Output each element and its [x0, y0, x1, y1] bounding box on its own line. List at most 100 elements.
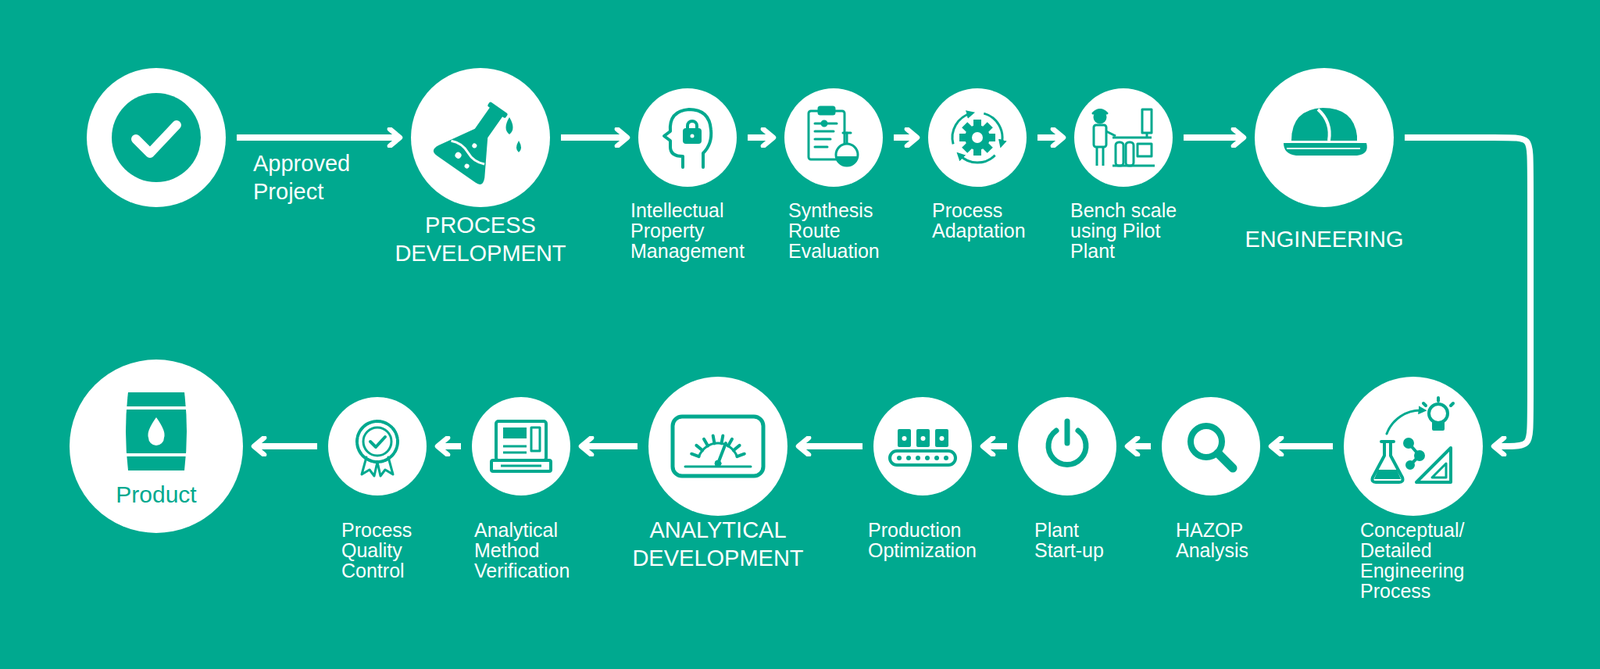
circle-fill	[471, 396, 571, 496]
engineering-tools-icon-part	[1436, 397, 1440, 401]
flow-arrow	[1271, 442, 1333, 450]
power-icon-part	[1064, 421, 1071, 443]
head-lock-icon-part	[687, 121, 697, 130]
step-circle: Intellectual Property Management	[638, 88, 737, 187]
power-icon	[1048, 421, 1086, 465]
circle-outline	[873, 396, 972, 496]
conveyor-icon-part	[902, 435, 908, 441]
clipboard-flask-icon-part	[808, 110, 845, 160]
gauge-icon-part-part	[713, 435, 715, 444]
head-lock-icon-part	[664, 109, 711, 168]
quality-badge-icon-part	[363, 427, 392, 456]
analyzer-icon-part	[503, 445, 527, 448]
pilot-plant-icon-part	[1096, 146, 1099, 166]
flow-arrow	[1127, 442, 1151, 450]
conveyor-icon-part	[939, 435, 945, 441]
circle-fill	[1074, 88, 1173, 187]
engineering-tools-icon-part	[1372, 441, 1404, 483]
circle-fill	[648, 376, 788, 516]
engineering-tools-icon-part	[1450, 403, 1454, 406]
flask-icon-part-part	[463, 162, 470, 169]
circle-outline	[1074, 88, 1173, 187]
clipboard-flask-icon-part	[814, 122, 837, 125]
quality-badge-icon-part	[361, 457, 378, 476]
gauge-icon-part-part	[696, 445, 703, 450]
pilot-plant-icon-part	[1112, 136, 1152, 140]
circle-fill	[638, 88, 737, 187]
pilot-plant-icon-part	[1102, 146, 1105, 166]
engineering-tools-icon-part	[1407, 461, 1414, 468]
pilot-plant-icon-part	[1112, 164, 1155, 168]
circle-fill	[928, 88, 1027, 187]
pilot-plant-icon-part	[1142, 109, 1152, 133]
gear-cycle-icon-part-part	[973, 147, 982, 156]
gauge-icon-part-part	[691, 453, 699, 457]
flask-icon-part	[516, 140, 522, 153]
step-label: Process Quality Control	[341, 519, 463, 581]
gauge-icon-part	[717, 442, 726, 464]
step-label: HAZOP Analysis	[1175, 519, 1297, 561]
gear-cycle-icon-part-part	[982, 121, 993, 133]
gear-cycle-icon-part	[952, 113, 1003, 163]
gauge-icon-part-part	[736, 453, 744, 457]
conveyor-icon-part	[906, 455, 911, 461]
circle-outline	[784, 88, 883, 187]
pilot-plant-icon-part	[1137, 143, 1152, 157]
circle-fill	[784, 88, 883, 187]
step-label: Analytical Method Verification	[474, 519, 596, 581]
gear-cycle-icon-part-part	[959, 155, 995, 163]
step-circle: Plant Start-up	[1017, 396, 1117, 496]
engineering-tools-icon-part	[1428, 403, 1448, 423]
step-label: Conceptual/ Detailed Engineering Process	[1360, 519, 1482, 601]
engineering-tools-icon-part	[1423, 403, 1426, 406]
pilot-plant-icon-part	[1092, 110, 1108, 115]
head-lock-icon-part	[690, 134, 695, 139]
flow-arrow	[236, 134, 400, 141]
clipboard-flask-icon-part	[814, 138, 831, 141]
flask-icon-part-part	[450, 139, 486, 167]
check-icon-part	[111, 92, 201, 183]
analyzer-icon-part	[503, 451, 527, 454]
quality-badge-icon	[357, 421, 398, 476]
gear-cycle-icon-part-part	[961, 121, 973, 133]
flow-arrow	[893, 134, 918, 141]
engineering-tools-icon-part	[1404, 439, 1413, 447]
gear-cycle-icon	[952, 113, 1003, 163]
step-label: Synthesis Route Evaluation	[788, 200, 910, 261]
gauge-icon	[672, 416, 764, 476]
gear-cycle-icon-part	[959, 119, 996, 156]
clipboard-flask-icon	[808, 107, 858, 167]
helmet-icon-part	[1317, 109, 1330, 141]
flask-icon-part	[506, 117, 514, 135]
quality-badge-icon-part	[377, 457, 393, 476]
analyzer-icon-part	[500, 464, 542, 468]
analyzer-icon-part	[491, 460, 551, 472]
clipboard-flask-icon-part	[846, 132, 849, 144]
flow-arrow	[982, 442, 1008, 450]
circle-fill	[69, 359, 243, 533]
pilot-plant-icon	[1092, 109, 1155, 166]
gear-cycle-icon-part-part	[952, 113, 972, 144]
circle-outline	[328, 396, 427, 496]
step-circle: Bench scale using Pilot Plant	[1074, 88, 1173, 187]
step-circle: Conceptual/ Detailed Engineering Process	[1343, 376, 1483, 516]
pilot-plant-icon-part	[1125, 142, 1134, 166]
helmet-icon-part	[1283, 142, 1368, 156]
circle-outline	[1017, 396, 1117, 496]
magnifier-icon	[1190, 425, 1233, 468]
barrel-icon	[125, 392, 188, 471]
gauge-icon-part-part	[728, 439, 733, 447]
engineering-tools-icon-part	[1432, 463, 1447, 478]
flask-icon-part	[432, 90, 524, 186]
conveyor-icon-part	[925, 455, 930, 461]
head-lock-icon	[664, 109, 711, 168]
engineering-tools-icon-part	[1416, 447, 1451, 483]
flow-arrow	[747, 134, 774, 141]
step-circle: Analytical Method Verification	[471, 396, 571, 496]
pilot-plant-icon-part	[1094, 111, 1106, 123]
circle-fill	[86, 67, 226, 208]
clipboard-flask-icon-part	[835, 143, 858, 166]
clipboard-flask-icon-part	[814, 146, 828, 149]
gear-cycle-icon-part-part	[987, 133, 996, 142]
